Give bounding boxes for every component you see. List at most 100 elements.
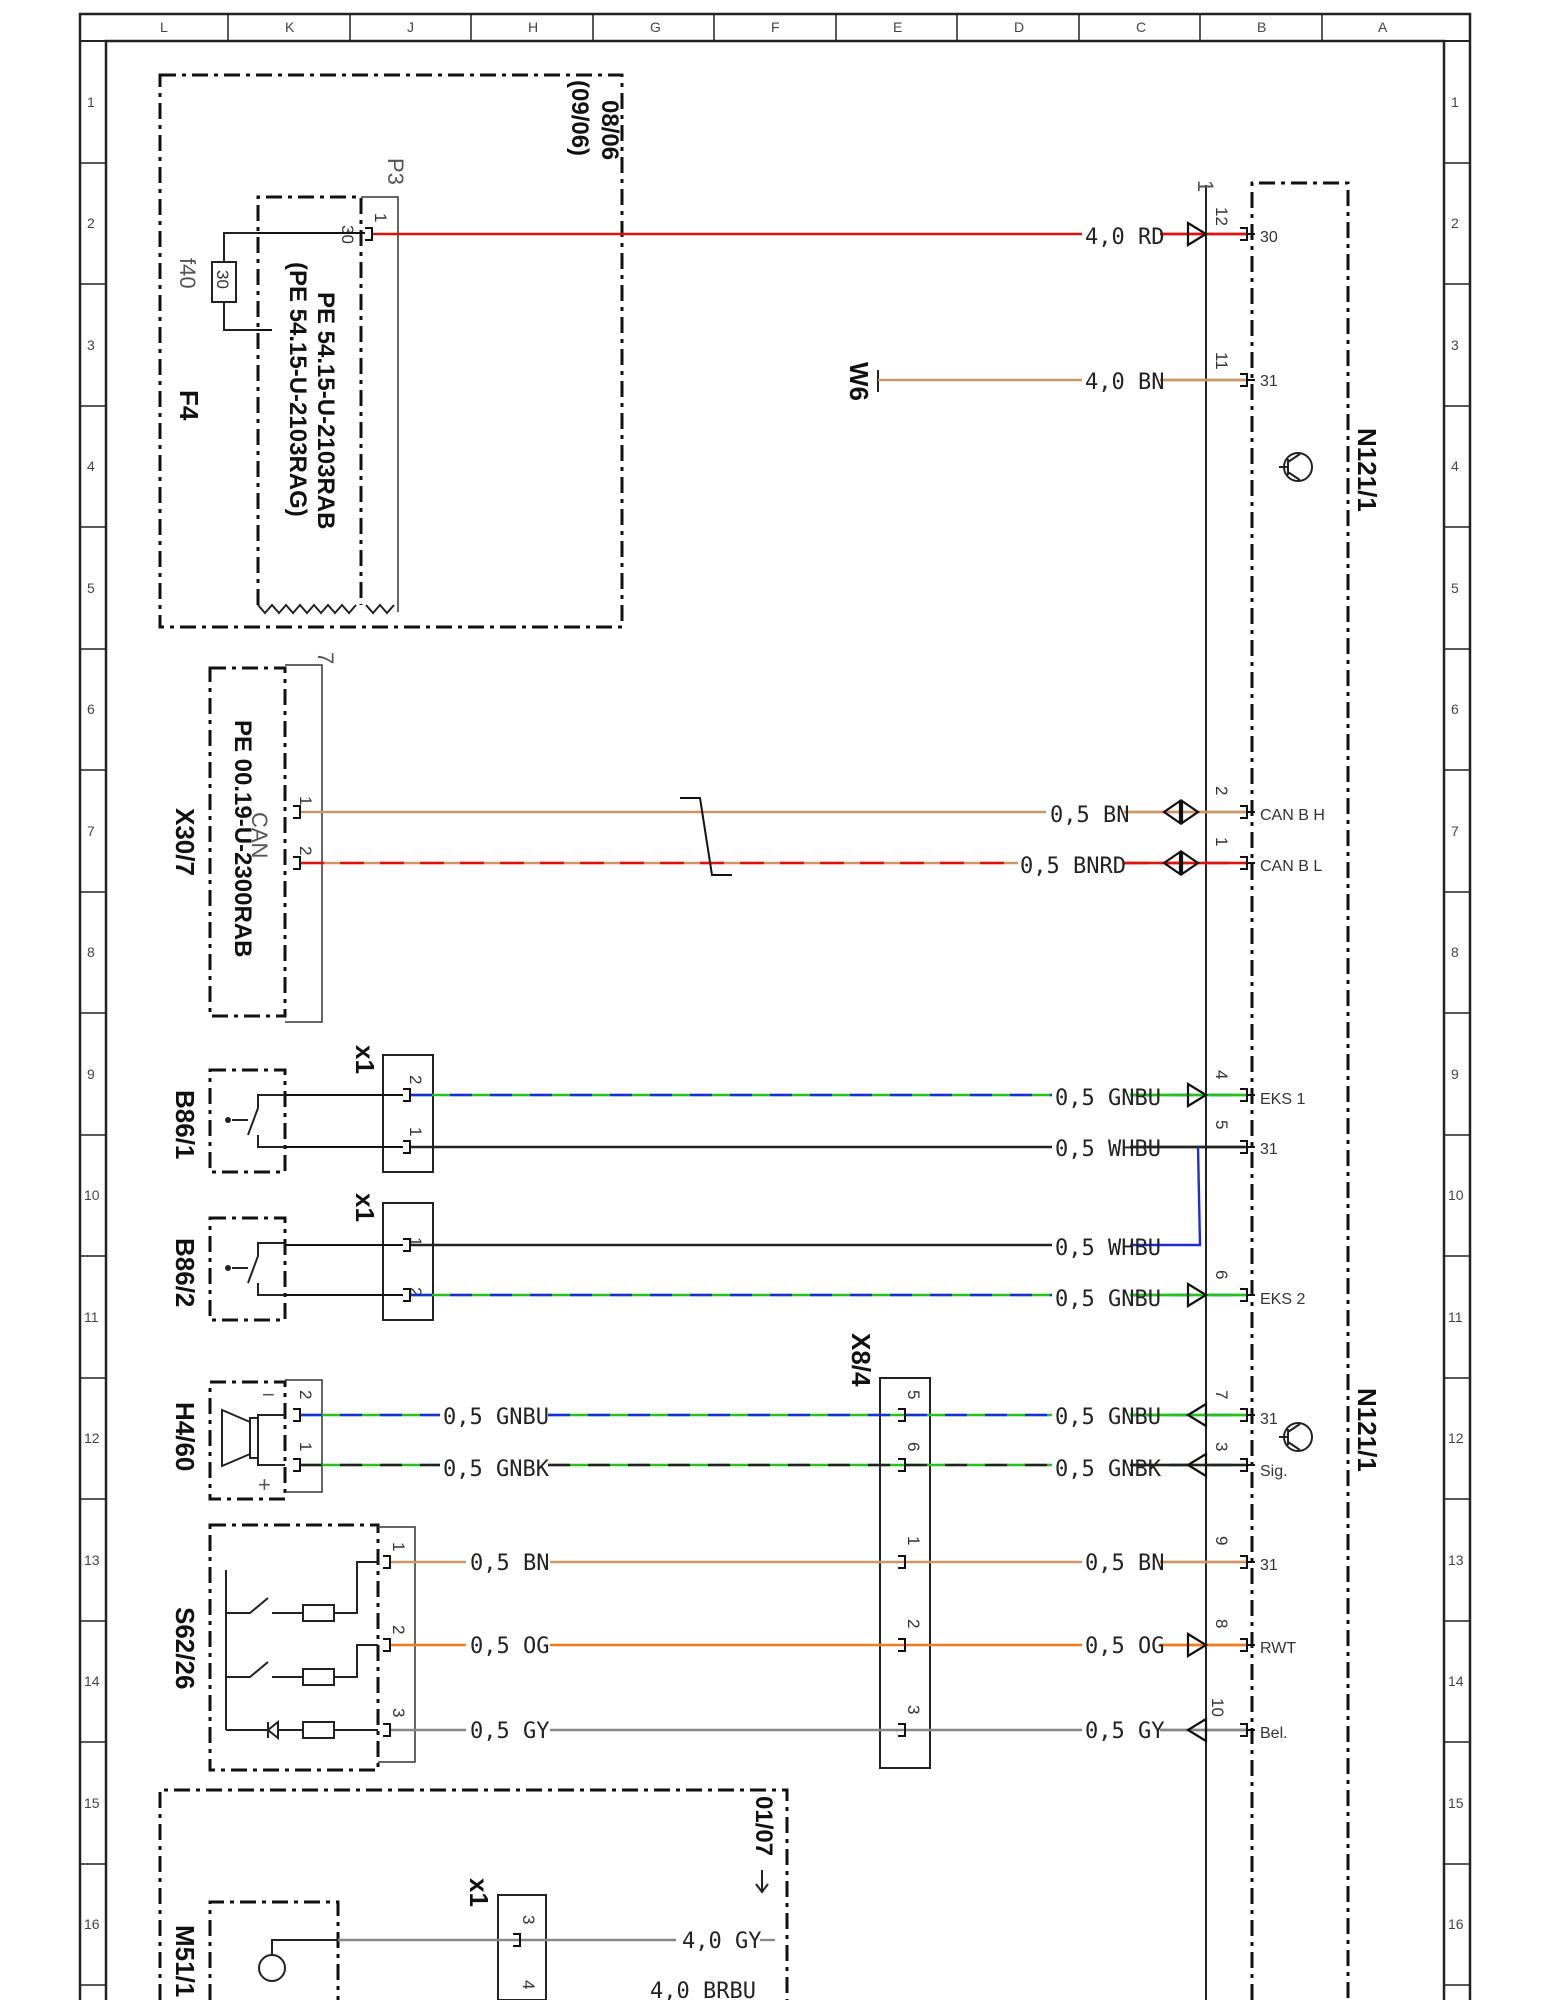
pin-terminal xyxy=(293,805,301,819)
pin-terminal xyxy=(1240,805,1255,819)
x30-dashed-box xyxy=(208,666,287,1018)
m511-motor-block: M51/1 x1 3 4 01/07 xyxy=(158,1788,789,2000)
arrow-icon xyxy=(1185,1452,1208,1478)
x84-pin: 5 xyxy=(904,1390,923,1399)
arrow-icon xyxy=(1186,221,1209,247)
pin-terminal xyxy=(898,1458,906,1472)
resistor-symbol xyxy=(302,1721,335,1739)
h460-plus: + xyxy=(258,1472,271,1497)
pin-number: 9 xyxy=(1212,1536,1231,1545)
p3-pin30: 30 xyxy=(338,225,357,244)
resistor-symbol xyxy=(302,1668,335,1686)
grid-row-label: 12 xyxy=(84,1430,100,1446)
pin-signal: 30 xyxy=(1260,229,1278,246)
pin-number: 5 xyxy=(1212,1120,1231,1129)
speaker-icon xyxy=(221,1408,259,1468)
x30-sub-label: CAN xyxy=(247,812,272,858)
h460-buzzer: − + H4/60 2 1 xyxy=(170,1379,323,1501)
date-badge: 08/06 xyxy=(596,100,623,160)
grid-row-label: 15 xyxy=(1448,1795,1464,1811)
wire-label: 0,5 WHBU xyxy=(1055,1236,1161,1261)
wire-label: 0,5 BN xyxy=(1085,1551,1164,1576)
pin-number: 10 xyxy=(1208,1698,1227,1717)
arrow-icon xyxy=(1185,1402,1208,1428)
pin-terminal xyxy=(898,1638,906,1652)
x30-pin: 1 xyxy=(296,796,315,805)
grid-row-label: 3 xyxy=(1451,337,1459,353)
pin-number: 7 xyxy=(1212,1390,1231,1399)
wire-label: 0,5 OG xyxy=(470,1634,549,1659)
x30-label: X30/7 xyxy=(170,808,200,876)
transistor-icon xyxy=(1279,1422,1313,1452)
grid-row-label: 4 xyxy=(87,458,95,474)
grid-row-label: 16 xyxy=(84,1916,100,1932)
x1-pin: 3 xyxy=(519,1915,538,1924)
pin-terminal xyxy=(383,1555,391,1569)
wire-label: 0,5 WHBU xyxy=(1055,1137,1161,1162)
pin-terminal xyxy=(403,1140,411,1154)
x1-connector xyxy=(382,1202,434,1321)
pin-number: 2 xyxy=(1212,786,1231,795)
resistor-symbol xyxy=(302,1604,335,1622)
pin-terminal xyxy=(1240,1140,1255,1154)
wire-label: 0,5 GNBU xyxy=(443,1405,549,1430)
n121-label-top: N121/1 xyxy=(1352,428,1382,512)
grid-row-label: 11 xyxy=(1448,1309,1463,1325)
x1-pin: 1 xyxy=(406,1237,425,1246)
grid-row-label: 14 xyxy=(1448,1673,1464,1689)
wire-label: 4,0 BN xyxy=(1085,370,1164,395)
arrow-icon xyxy=(1186,1082,1209,1108)
grid-col-label: G xyxy=(650,19,661,35)
p3-dashed-box xyxy=(256,195,363,605)
grid-row-label: 5 xyxy=(1451,580,1459,596)
grid-row-label: 8 xyxy=(1451,944,1459,960)
can-twist-marker xyxy=(680,797,732,876)
pin-signal: Bel. xyxy=(1260,1725,1288,1742)
grid-row-label: 16 xyxy=(1448,1916,1464,1932)
s6226-dashed-box xyxy=(208,1523,380,1772)
x1-pin: 1 xyxy=(406,1127,425,1136)
pin-signal: 31 xyxy=(1260,373,1278,390)
pin-terminal xyxy=(1240,1638,1255,1652)
n121-label-bottom: N121/1 xyxy=(1352,1388,1382,1472)
b862-label: B86/2 xyxy=(170,1238,200,1307)
grid-col-label: E xyxy=(893,19,902,35)
wire-label: 0,5 BNRD xyxy=(1020,854,1126,879)
wire-label: 0,5 BN xyxy=(470,1551,549,1576)
s6226-pin: 3 xyxy=(389,1708,408,1717)
h460-pin: 1 xyxy=(296,1442,315,1451)
x30-note: PE 00.19-U-2300RAB xyxy=(229,720,256,957)
pin-terminal xyxy=(1240,856,1255,870)
grid-row-label: 2 xyxy=(1451,215,1459,231)
switch-network xyxy=(225,1561,378,1731)
p3-break xyxy=(257,603,395,615)
pin-signal: 31 xyxy=(1260,1557,1278,1574)
p3-bracket xyxy=(361,196,399,612)
w6-label: W6 xyxy=(844,362,874,401)
s6226-label: S62/26 xyxy=(170,1607,200,1689)
pin-number: 6 xyxy=(1212,1270,1231,1279)
x1-pin: 2 xyxy=(406,1075,425,1084)
switch-pivot xyxy=(225,1117,231,1123)
grid-row-labels: 1 1 2 2 3 3 4 4 5 5 6 6 7 7 8 8 9 9 10 1… xyxy=(84,94,1464,1932)
s6226-pin: 2 xyxy=(389,1625,408,1634)
pin-signal: EKS 1 xyxy=(1260,1091,1305,1108)
wire-ret-join xyxy=(1130,1146,1202,1247)
speaker-leads xyxy=(257,1414,285,1466)
pin-terminal xyxy=(293,856,301,870)
s6226-pin: 1 xyxy=(389,1542,408,1551)
x84-body xyxy=(879,1377,931,1769)
grid-col-label: J xyxy=(407,19,414,35)
wire-label: 0,5 BN xyxy=(1050,803,1129,828)
pin-terminal xyxy=(1240,227,1255,241)
grid-col-label: H xyxy=(528,19,538,35)
outer-frame xyxy=(78,12,1472,2000)
pin-number: 4 xyxy=(1212,1070,1231,1079)
pin-number: 1 xyxy=(1212,837,1231,846)
grid-row-label: 4 xyxy=(1451,458,1459,474)
pin-signal: Sig. xyxy=(1260,1463,1288,1480)
pin-terminal xyxy=(1240,1288,1255,1302)
pin-signal: CAN B L xyxy=(1260,858,1322,875)
pin-terminal xyxy=(1240,1458,1255,1472)
pin-number: 3 xyxy=(1212,1442,1231,1451)
